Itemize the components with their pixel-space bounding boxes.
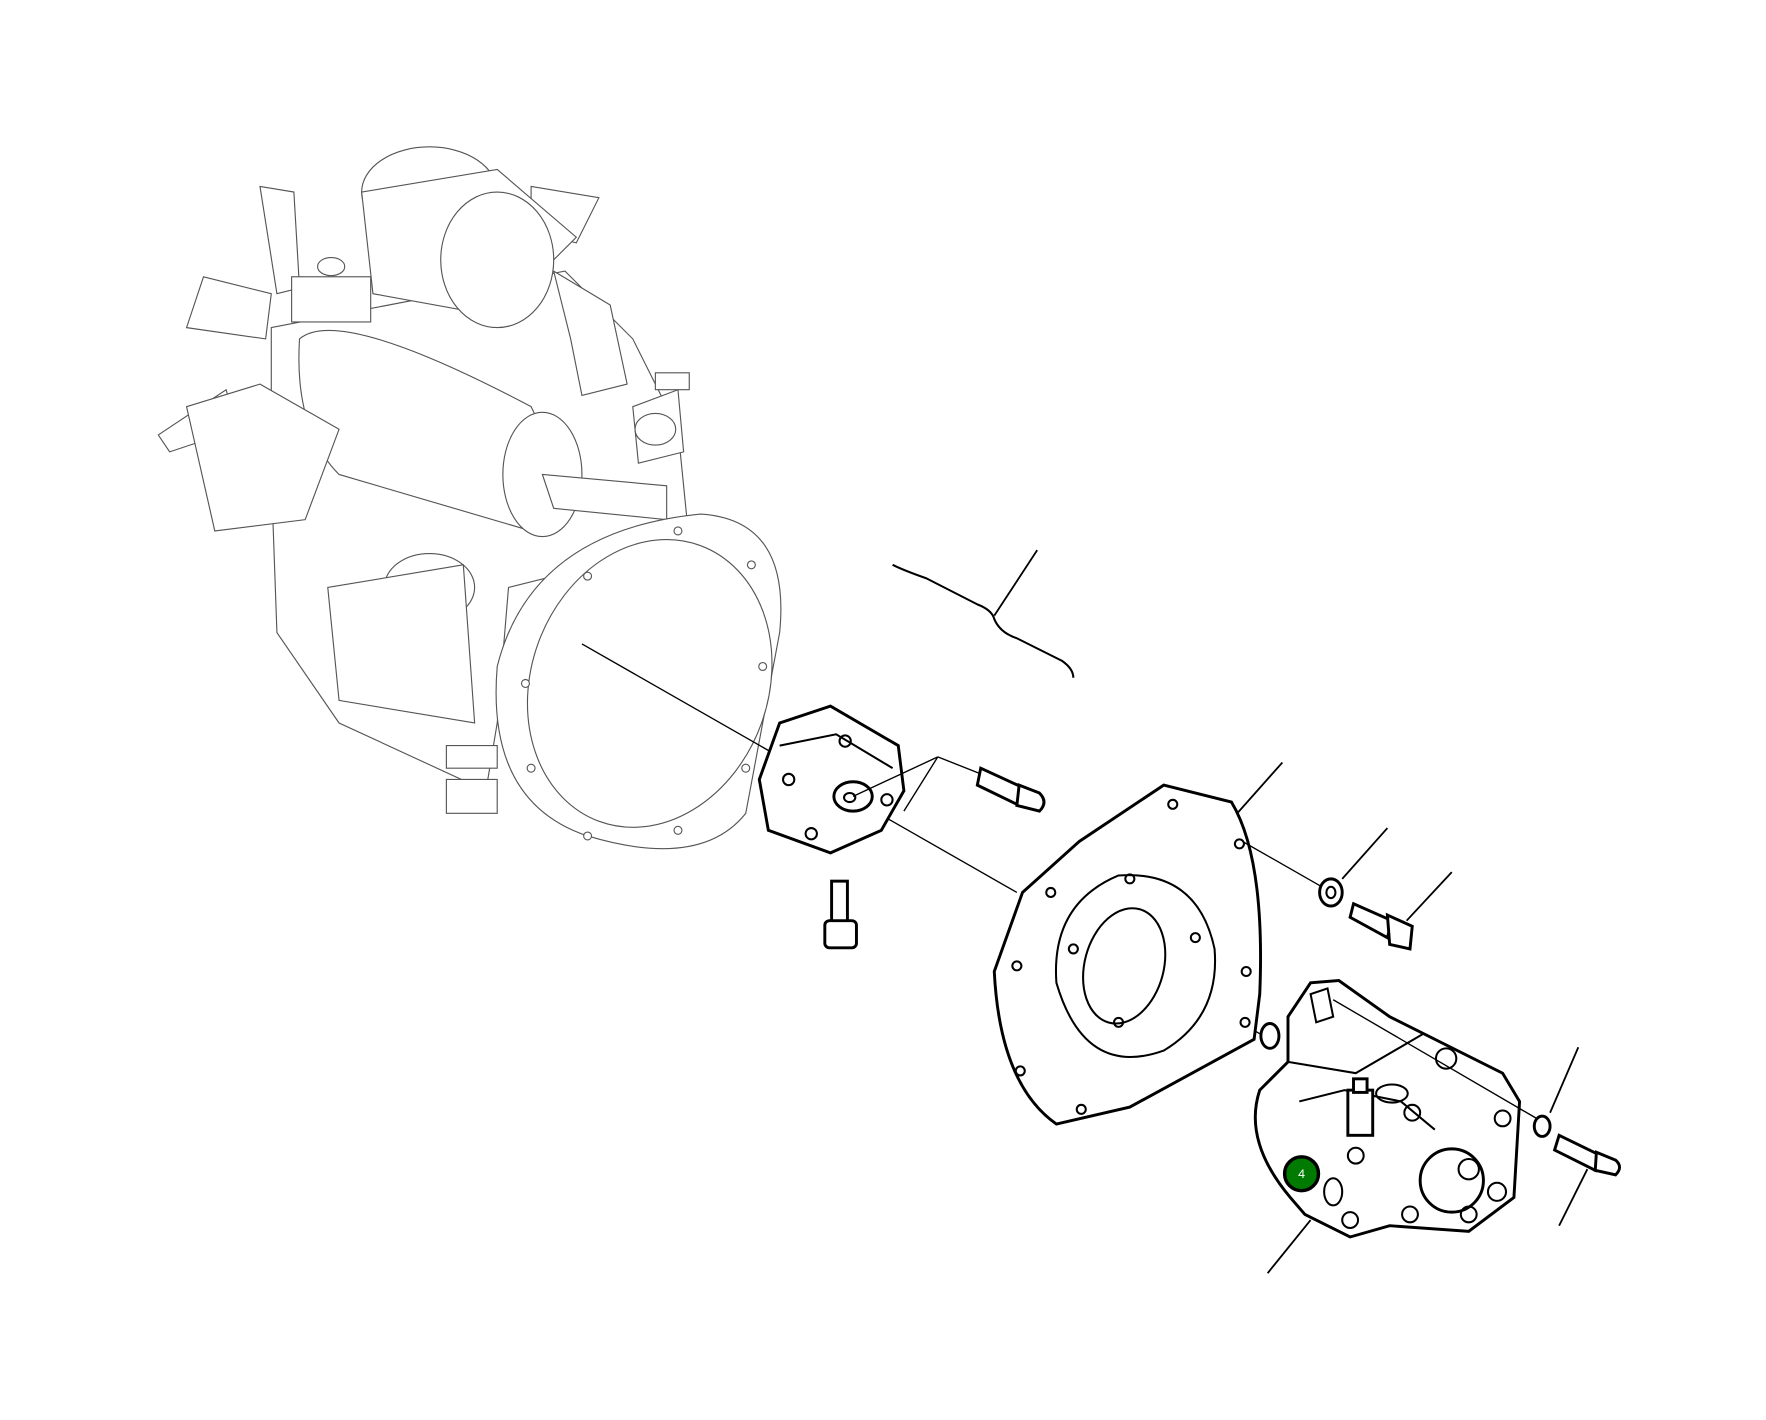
axis-line [937,756,981,775]
group-bracket [892,563,1075,678]
engine-assembly [157,146,782,850]
axis-line [903,756,939,812]
leader-line [1558,1168,1589,1227]
flexible-coupling [757,704,906,855]
washer [1318,877,1344,908]
callout-label: 4 [1298,1167,1305,1181]
callout-badge-4[interactable]: 4 [1282,1155,1321,1193]
axis-line [1242,841,1323,888]
cap-screw [975,766,1046,813]
bell-housing-holes [520,526,768,841]
cap-screw [823,879,858,950]
leader-line [1405,871,1453,922]
cap-screw [1552,1133,1622,1177]
hydraulic-pump [1253,979,1522,1239]
leader-line [993,549,1038,617]
leader-line [1236,761,1284,814]
hex-bolt [1348,901,1414,951]
axis-line [852,756,939,798]
leader-line [1341,827,1389,880]
washer [1532,1114,1552,1138]
leader-line [1266,1219,1312,1274]
adapter-plate [992,783,1263,1126]
leader-line [1549,1046,1580,1114]
axis-line [1332,999,1537,1119]
